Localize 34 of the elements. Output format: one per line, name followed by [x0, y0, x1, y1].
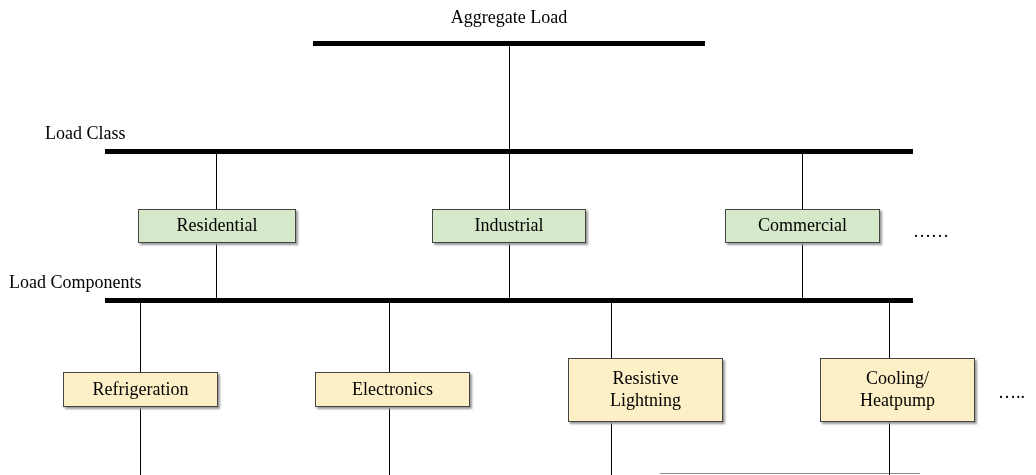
connector-line: [611, 302, 612, 359]
node-label: Commercial: [757, 215, 848, 237]
connector-line: [889, 302, 890, 359]
load-class-box: [138, 209, 296, 243]
node-label: Refrigeration: [91, 378, 190, 401]
node-label: Resistive Lightning: [609, 368, 682, 412]
connector-line: [509, 45, 510, 150]
connector-line: [216, 153, 217, 210]
load-component-box: [315, 372, 470, 407]
connector-line: [509, 153, 510, 210]
connector-line: [802, 242, 803, 299]
level-heading: Load Components: [9, 272, 142, 293]
level-heading: Aggregate Load: [450, 7, 568, 28]
load-class-box: [432, 209, 586, 243]
node-label: Electronics: [351, 378, 434, 401]
node-label: Residential: [175, 215, 259, 237]
ellipsis-text: ……: [913, 221, 949, 242]
connector-line: [140, 406, 141, 475]
ellipsis-text: …..: [998, 382, 1025, 403]
connector-line: [389, 406, 390, 475]
connector-line: [611, 421, 612, 475]
connector-line: [140, 302, 141, 373]
connector-line: [216, 242, 217, 299]
load-component-box: [63, 372, 218, 407]
connector-line: [509, 242, 510, 299]
load-component-box: [820, 358, 975, 422]
connector-line: [389, 302, 390, 373]
node-label: Industrial: [473, 215, 545, 237]
load-component-box: [568, 358, 723, 422]
connector-line: [889, 421, 890, 475]
level-heading: Load Class: [45, 123, 126, 144]
load-class-box: [725, 209, 880, 243]
node-label: Cooling/ Heatpump: [859, 368, 936, 412]
connector-line: [802, 153, 803, 210]
